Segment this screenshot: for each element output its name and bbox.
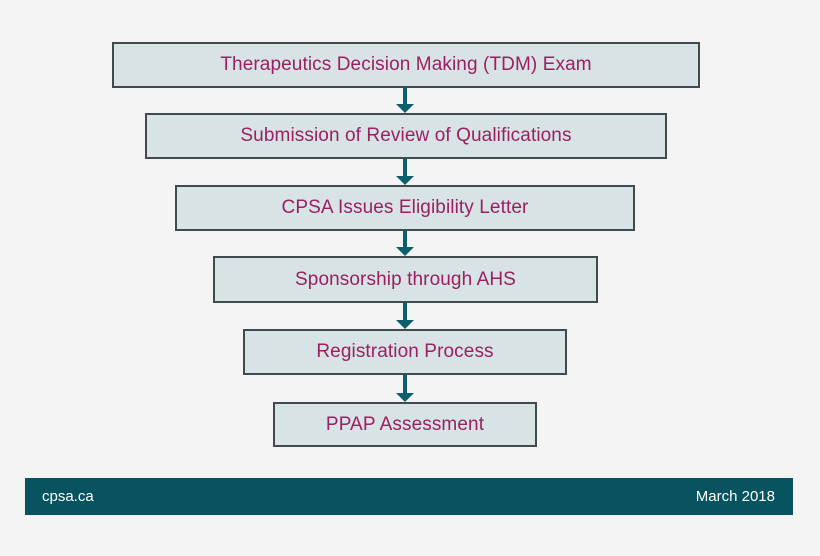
footer-date-text: March 2018 bbox=[695, 488, 775, 505]
flow-step-ppap-assessment: PPAP Assessment bbox=[273, 402, 537, 447]
flow-step-tdm-exam: Therapeutics Decision Making (TDM) Exam bbox=[112, 42, 700, 88]
arrow-stem bbox=[403, 303, 407, 321]
down-arrow-icon bbox=[396, 231, 414, 256]
arrow-head bbox=[396, 104, 414, 113]
flow-step-label: Submission of Review of Qualifications bbox=[240, 125, 572, 146]
flow-step-registration-process: Registration Process bbox=[243, 329, 567, 375]
arrow-head bbox=[396, 247, 414, 256]
arrow-head bbox=[396, 393, 414, 402]
flow-step-label: Therapeutics Decision Making (TDM) Exam bbox=[220, 54, 592, 75]
arrow-stem bbox=[403, 159, 407, 177]
flow-step-review-of-qualifications: Submission of Review of Qualifications bbox=[145, 113, 667, 159]
arrow-head bbox=[396, 320, 414, 329]
flow-step-label: Sponsorship through AHS bbox=[295, 268, 516, 290]
flow-step-sponsorship-ahs: Sponsorship through AHS bbox=[213, 256, 598, 303]
arrow-stem bbox=[403, 231, 407, 248]
footer-site-text: cpsa.ca bbox=[42, 488, 94, 505]
footer-bar: cpsa.ca March 2018 bbox=[25, 478, 793, 515]
down-arrow-icon bbox=[396, 88, 414, 113]
arrow-head bbox=[396, 176, 414, 185]
flow-step-label: PPAP Assessment bbox=[325, 413, 485, 435]
down-arrow-icon bbox=[396, 303, 414, 329]
down-arrow-icon bbox=[396, 375, 414, 402]
flow-step-eligibility-letter: CPSA Issues Eligibility Letter bbox=[175, 185, 635, 231]
arrow-stem bbox=[403, 375, 407, 394]
flow-step-label: CPSA Issues Eligibility Letter bbox=[281, 197, 529, 218]
down-arrow-icon bbox=[396, 159, 414, 185]
flow-step-label: Registration Process bbox=[316, 341, 494, 362]
arrow-stem bbox=[403, 88, 407, 105]
